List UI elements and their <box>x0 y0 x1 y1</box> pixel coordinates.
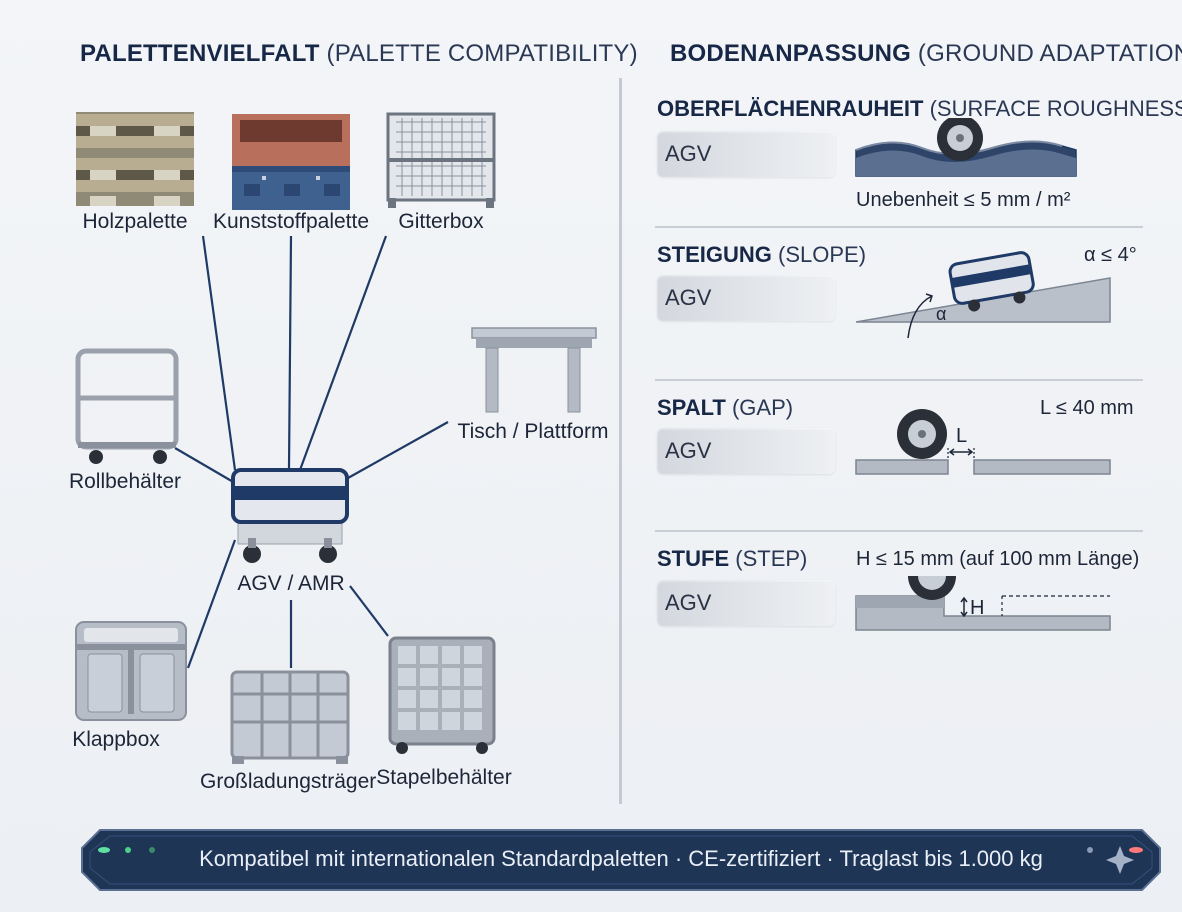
step-agv-box: AGV <box>657 580 835 626</box>
label-stapelbehaelter: Stapelbehälter <box>376 766 512 789</box>
line-holzpalette <box>201 235 237 471</box>
gap-symbol: L <box>956 425 967 447</box>
gap-title-bold: SPALT <box>657 395 726 420</box>
step-title-bold: STUFE <box>657 546 730 571</box>
kunststoffpalette-icon <box>232 114 350 210</box>
label-kunststoffpalette: Kunststoffpalette <box>212 210 370 233</box>
stapelbehaelter-icon <box>388 636 496 754</box>
roughness-spec: Unebenheit ≤ 5 mm / m² <box>856 189 1071 211</box>
slope-spec: α ≤ 4° <box>1084 244 1137 266</box>
roughness-agv-box: AGV <box>657 131 835 177</box>
label-holzpalette: Holzpalette <box>82 210 188 233</box>
footer-text: Kompatibel mit internationalen Standardp… <box>199 846 1043 871</box>
label-gitterbox: Gitterbox <box>398 210 484 233</box>
right-heading-bold: BODENANPASSUNG <box>670 40 912 67</box>
connector-lines <box>174 235 449 669</box>
slope-illustration: α <box>855 251 1111 339</box>
grossladungstraeger-icon <box>230 670 350 764</box>
line-klappbox <box>186 539 237 669</box>
step-title: STUFE (STEP) <box>657 546 807 572</box>
divider-1 <box>655 226 1143 228</box>
step-spec: H ≤ 15 mm (auf 100 mm Länge) <box>856 548 1140 570</box>
line-tisch <box>347 421 449 479</box>
left-heading: PALETTENVIELFALT (PALETTE COMPATIBILITY) <box>80 40 638 68</box>
slope-title-bold: STEIGUNG <box>657 242 772 267</box>
line-kunststoffpalette <box>287 235 293 469</box>
divider-3 <box>655 530 1143 532</box>
left-heading-bold: PALETTENVIELFALT <box>80 40 320 67</box>
right-heading-sub: (GROUND ADAPTATION) <box>917 40 1182 67</box>
gitterbox-icon <box>386 112 496 208</box>
gap-agv-box: AGV <box>657 428 835 474</box>
footer-banner <box>81 829 1161 891</box>
slope-angle-symbol: α <box>936 304 946 324</box>
roughness-title-sub: (SURFACE ROUGHNESS) <box>929 96 1182 121</box>
divider-2 <box>655 379 1143 381</box>
tisch-icon <box>471 327 597 413</box>
slope-agv-box: AGV <box>657 275 835 321</box>
label-grossladungstraeger: Großladungsträger <box>200 770 377 793</box>
gap-title: SPALT (GAP) <box>657 395 793 421</box>
right-heading: BODENANPASSUNG (GROUND ADAPTATION) <box>670 40 1182 68</box>
step-illustration: H <box>855 576 1111 631</box>
slope-title-sub: (SLOPE) <box>778 242 867 267</box>
gap-spec: L ≤ 40 mm <box>1040 397 1134 419</box>
gap-illustration: L <box>855 409 1111 475</box>
roughness-title: OBERFLÄCHENRAUHEIT (SURFACE ROUGHNESS) <box>657 96 1182 122</box>
line-gitterbox <box>298 235 388 471</box>
roughness-illustration <box>855 118 1077 177</box>
slope-title: STEIGUNG (SLOPE) <box>657 242 866 268</box>
line-stapelbehaelter <box>349 585 389 637</box>
step-height-symbol: H <box>970 597 984 619</box>
label-agv-amr: AGV / AMR <box>237 572 345 595</box>
left-heading-sub: (PALETTE COMPATIBILITY) <box>326 40 638 67</box>
agv-amr-icon <box>231 468 349 563</box>
rollbehaelter-icon <box>75 348 179 464</box>
column-divider <box>619 78 622 804</box>
label-rollbehaelter: Rollbehälter <box>68 470 182 493</box>
label-klappbox: Klappbox <box>72 728 160 751</box>
klappbox-icon <box>75 621 187 721</box>
roughness-title-bold: OBERFLÄCHENRAUHEIT <box>657 96 924 121</box>
label-tisch: Tisch / Plattform <box>457 420 609 443</box>
step-title-sub: (STEP) <box>735 546 808 571</box>
holzpalette-icon <box>76 112 194 206</box>
line-rollbehaelter <box>174 447 236 484</box>
gap-title-sub: (GAP) <box>731 395 794 420</box>
